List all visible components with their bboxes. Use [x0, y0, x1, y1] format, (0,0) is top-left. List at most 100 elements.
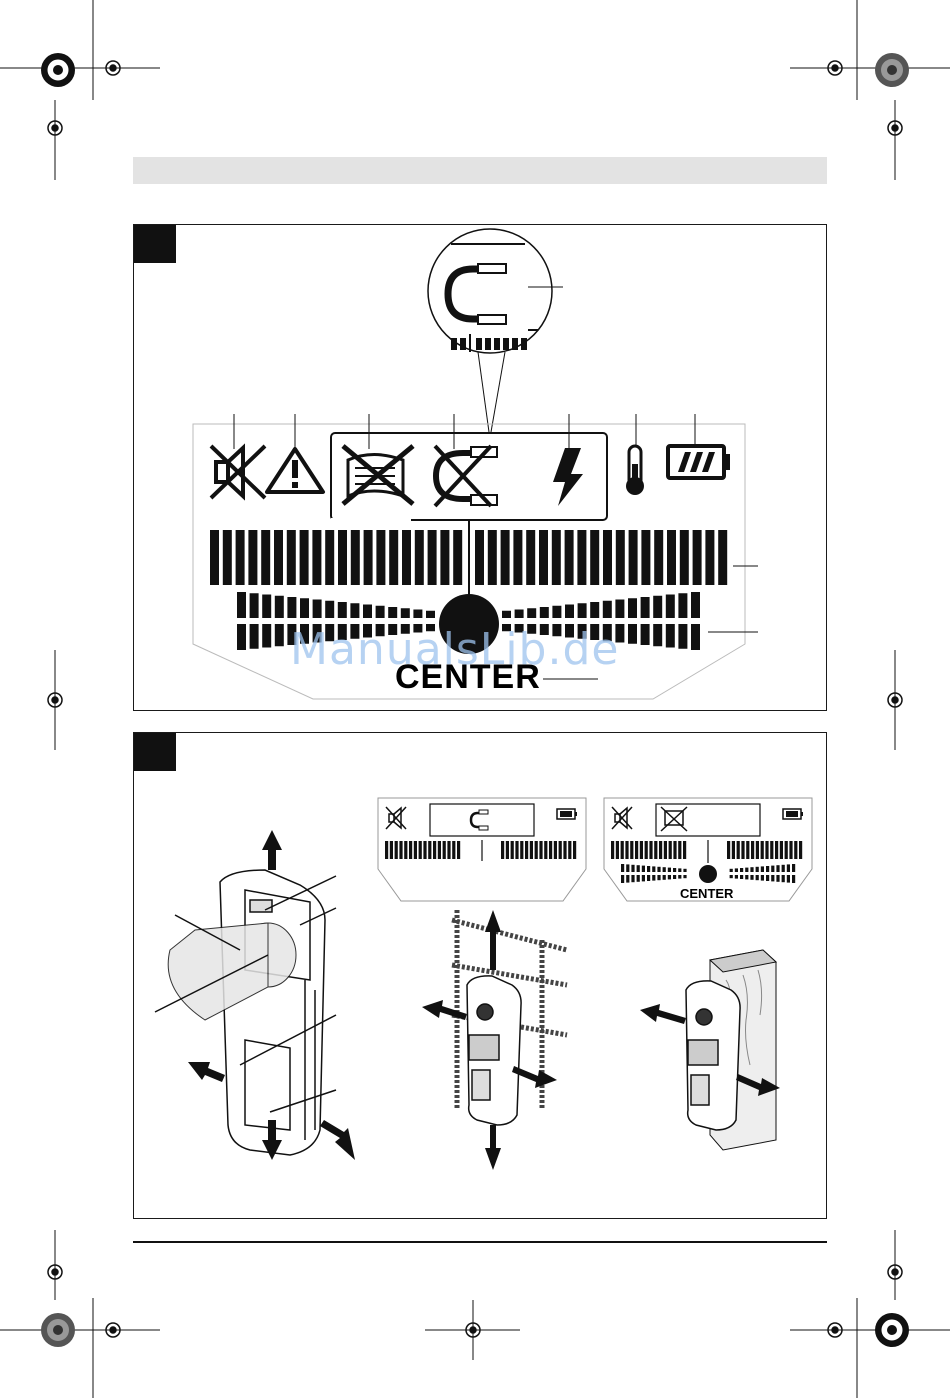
- bar-segment: [789, 841, 792, 859]
- bar-segment: [637, 875, 640, 882]
- bar-segment: [621, 841, 624, 859]
- bar-segment: [626, 864, 629, 872]
- bar-segment: [262, 595, 271, 619]
- device-with-sensor-cone: [150, 830, 380, 1160]
- bar-segment: [325, 530, 334, 585]
- bar-segment: [765, 841, 768, 859]
- bar-segment: [313, 600, 322, 619]
- bar-segment: [792, 875, 795, 883]
- battery-icon: [668, 446, 730, 478]
- bar-segment: [338, 602, 347, 618]
- bar-segment: [782, 865, 785, 872]
- bar-segment: [668, 875, 671, 879]
- bar-segment: [364, 530, 373, 585]
- thermometer-icon: [626, 446, 644, 495]
- watermark-text: ManualsLib.de: [290, 624, 619, 675]
- bar-segment: [511, 841, 514, 859]
- bar-segment: [666, 595, 675, 619]
- bar-segment: [390, 841, 393, 859]
- bar-segment: [678, 624, 687, 649]
- bar-segment: [287, 530, 296, 585]
- bar-segment: [756, 841, 759, 859]
- bar-segment: [426, 611, 435, 618]
- bar-segment: [630, 841, 633, 859]
- bar-segment: [452, 841, 455, 859]
- bar-segment: [775, 841, 778, 859]
- corner-target-tr: [875, 53, 909, 87]
- bar-segment: [799, 841, 802, 859]
- bar-segment: [641, 624, 650, 645]
- bar-segment: [678, 875, 681, 879]
- bar-segment: [787, 864, 790, 872]
- bar-segment: [395, 841, 398, 859]
- bar-segment: [350, 603, 359, 618]
- bar-segment: [590, 602, 599, 618]
- bar-segment: [611, 841, 614, 859]
- bar-segment: [750, 867, 753, 872]
- bar-segment: [657, 867, 660, 872]
- bar-segment: [616, 530, 625, 585]
- bar-segment: [540, 607, 549, 618]
- bar-segment: [654, 841, 657, 859]
- bar-segment: [535, 841, 538, 859]
- bar-segment: [664, 841, 667, 859]
- bar-segment: [423, 841, 426, 859]
- bar-segment: [751, 841, 754, 859]
- speaker-muted-icon: [211, 446, 265, 498]
- bar-segment: [761, 866, 764, 872]
- bar-segment: [766, 875, 769, 881]
- bar-segment: [730, 869, 733, 872]
- bar-segment: [678, 868, 681, 872]
- bar-segment: [376, 606, 385, 618]
- bar-segment: [787, 875, 790, 883]
- bar-segment: [626, 875, 629, 883]
- bar-segment: [652, 866, 655, 872]
- bar-segment: [552, 530, 561, 585]
- bar-segment: [312, 530, 321, 585]
- bar-segment: [641, 597, 650, 618]
- bar-segment: [440, 530, 449, 585]
- figure-2-tab: [134, 733, 176, 771]
- bar-segment: [780, 841, 783, 859]
- bar-segment: [415, 530, 424, 585]
- bar-segment: [428, 530, 437, 585]
- bar-segment: [663, 875, 666, 880]
- bar-segment: [275, 596, 284, 618]
- bar-segment: [414, 841, 417, 859]
- bar-segment: [526, 530, 535, 585]
- bar-segment: [740, 875, 743, 879]
- bar-segment: [794, 841, 797, 859]
- bar-segment: [628, 624, 637, 644]
- bar-segment: [730, 875, 733, 878]
- bar-segment: [501, 841, 504, 859]
- bar-segment: [237, 592, 246, 618]
- bar-segment: [649, 841, 652, 859]
- bar-segment: [771, 875, 774, 881]
- bar-segment: [236, 530, 245, 585]
- corner-target-tl: [41, 53, 75, 87]
- corner-target-bl: [41, 1313, 75, 1347]
- bar-segment: [515, 841, 518, 859]
- bar-segment: [237, 624, 246, 650]
- footer-rule: [133, 1241, 827, 1243]
- bar-segment: [325, 601, 334, 618]
- bar-segment: [563, 841, 566, 859]
- bar-segment: [653, 624, 662, 646]
- bar-segment: [705, 530, 714, 585]
- bar-segment: [683, 875, 686, 878]
- center-dot: [699, 865, 717, 883]
- bar-segment: [616, 841, 619, 859]
- bar-segment: [457, 841, 460, 859]
- bar-segment: [683, 869, 686, 872]
- bar-segment: [413, 610, 422, 619]
- lightning-bolt-icon: [553, 448, 583, 506]
- bar-segment: [668, 868, 671, 872]
- bar-segment: [502, 611, 511, 618]
- bar-segment: [300, 598, 309, 618]
- bar-segment: [385, 841, 388, 859]
- bar-segment: [792, 864, 795, 872]
- device-on-rebar: [417, 910, 567, 1170]
- magnifier-callout: [428, 229, 563, 432]
- bar-segment: [640, 841, 643, 859]
- bar-segment: [438, 841, 441, 859]
